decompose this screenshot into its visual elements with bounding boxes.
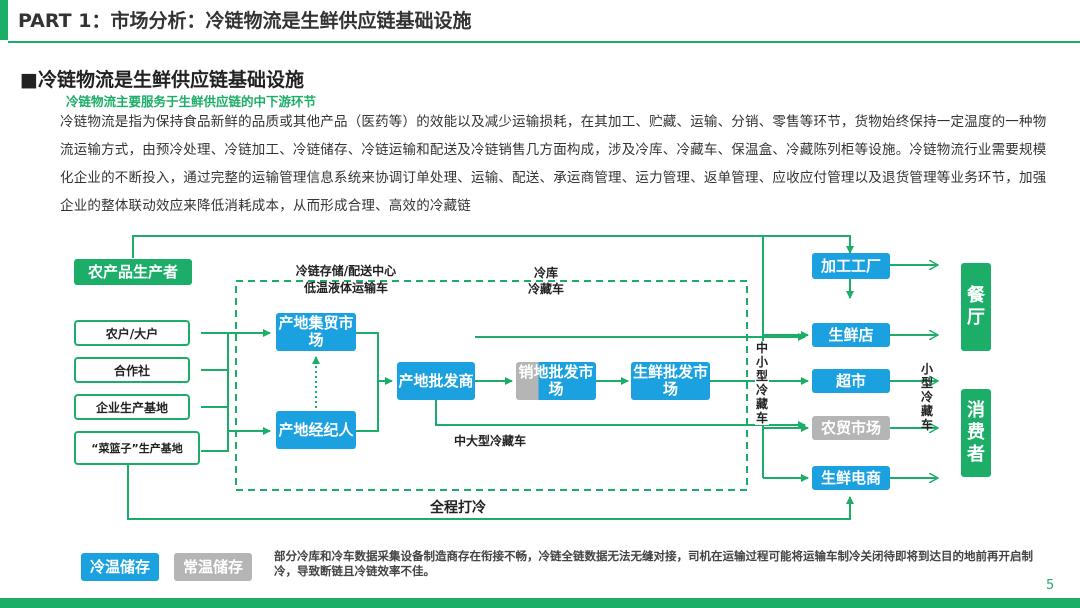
label-reefer-truck: 冷藏车: [527, 282, 564, 296]
label-mid-large-truck: 中大型冷藏车: [453, 434, 526, 448]
label-small-truck: 小型冷藏车: [920, 362, 933, 432]
restaurant-node: 餐厅: [961, 263, 991, 351]
label-mid-small-truck: 中小型冷藏车: [755, 341, 769, 425]
outlet-farmers-market: 农贸市场: [812, 416, 890, 440]
origin-broker-node: 产地经纪人: [276, 411, 356, 449]
producer-type-coop: 合作社: [74, 357, 190, 383]
origin-wholesaler-node: 产地批发商: [397, 362, 475, 400]
label-cold-storage: 冷库: [533, 266, 558, 280]
section-subtitle: 冷链物流主要服务于生鲜供应链的中下游环节: [66, 94, 317, 109]
legend-note: 部分冷库和冷车数据采集设备制造商存在衔接不畅，冷链全链数据无法无缝对接，司机在运…: [274, 549, 1033, 578]
consumer-node: 消费者: [961, 389, 991, 477]
producer-node: 农产品生产者: [74, 259, 192, 285]
outlet-fresh-ecommerce: 生鲜电商: [812, 466, 890, 490]
page-number: 5: [1046, 578, 1055, 593]
header-accent-bar: [0, 0, 8, 40]
outlet-fresh-store: 生鲜店: [812, 323, 890, 347]
label-low-temp-truck: 低温液体运输车: [303, 281, 388, 295]
section-body: 冷链物流是指为保持食品新鲜的品质或其他产品（医药等）的效能以及减少运输损耗，在其…: [60, 114, 1047, 214]
producer-type-vegetable-basket: “菜篮子”生产基地: [74, 431, 200, 465]
legend-cold-storage: 冷温储存: [81, 553, 159, 581]
producer-type-farmer: 农户/大户: [74, 320, 190, 346]
legend-normal-storage: 常温储存: [174, 553, 252, 581]
section-title: ■冷链物流是生鲜供应链基础设施: [20, 69, 304, 91]
origin-market-node: 产地集贸市场: [276, 313, 356, 351]
header-divider: [8, 41, 1080, 43]
sales-wholesale-market-node: 销地批发市场: [516, 362, 596, 400]
fresh-wholesale-market-node: 生鲜批发市场: [631, 362, 710, 400]
outlet-supermarket: 超市: [812, 369, 890, 393]
footer-bar: [0, 598, 1080, 608]
label-full-chain: 全程打冷: [430, 500, 486, 516]
page-title: PART 1：市场分析：冷链物流是生鲜供应链基础设施: [18, 10, 472, 32]
producer-type-enterprise-base: 企业生产基地: [74, 394, 190, 420]
processing-plant-node: 加工工厂: [812, 253, 890, 279]
label-storage-center: 冷链存储/配送中心: [295, 264, 397, 278]
